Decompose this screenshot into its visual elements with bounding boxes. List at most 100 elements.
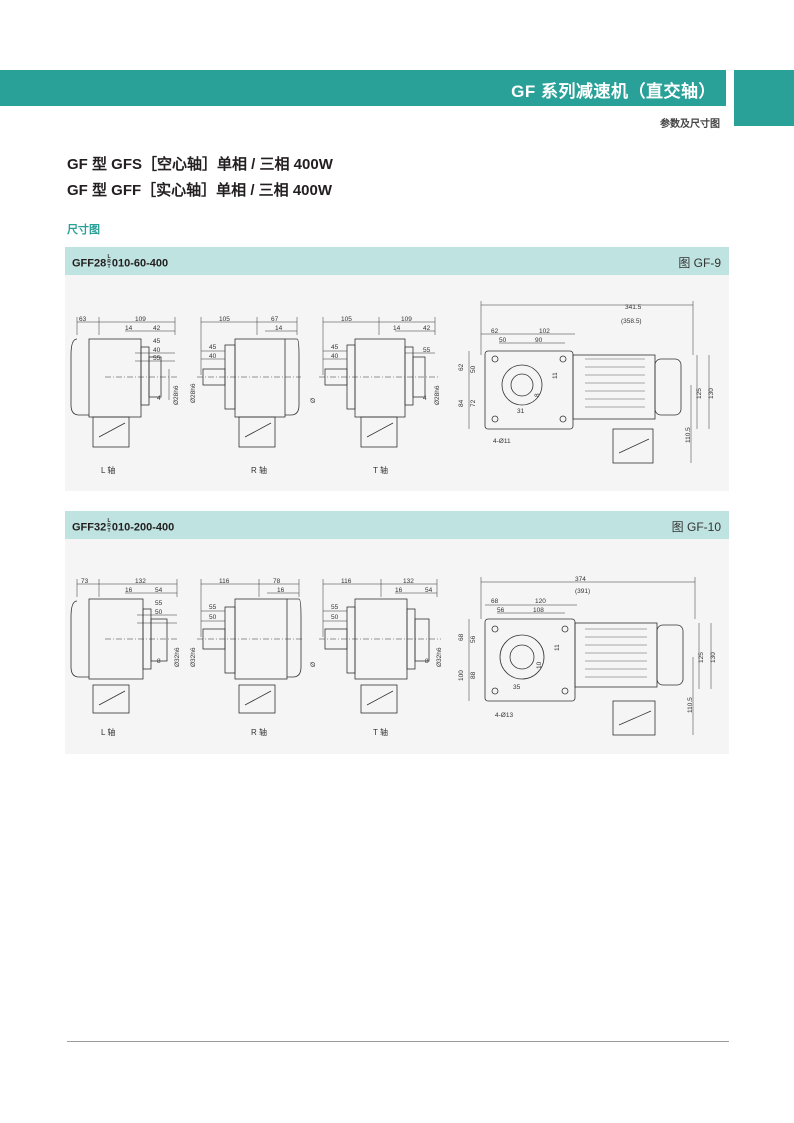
dim-text: 11 (552, 372, 559, 379)
dim-text: 55 (209, 604, 217, 611)
dim-text: 62 (491, 328, 499, 335)
dim-text: 50 (331, 614, 339, 621)
dim-text: 68 (491, 598, 499, 605)
dim-text: (391) (575, 588, 590, 595)
dim-text: 4 (423, 395, 427, 402)
dim-text: 130 (710, 652, 717, 663)
model-prefix: GFF32 (72, 521, 107, 534)
dim-diameter: Ø28h6 (434, 385, 441, 405)
dim-text: 4-Ø11 (493, 438, 511, 445)
dim-text: 31 (517, 408, 525, 415)
dim-text: 105 (341, 316, 352, 323)
dim-text: 16 (277, 587, 285, 594)
dim-text: 102 (539, 328, 550, 335)
dim-text: 8 (425, 658, 429, 665)
header-tab-block (734, 70, 794, 126)
dim-text: 56 (470, 635, 477, 643)
dim-text: 73 (81, 578, 89, 585)
dim-text: 88 (470, 671, 477, 679)
front-motor-view: 374 (391) 68 120 56 108 68 56 88 100 11 … (458, 576, 717, 736)
dim-text: 105 (219, 316, 230, 323)
model-suffix: 010-60-400 (111, 257, 169, 270)
header-title: GF 系列减速机（直交轴） (511, 82, 716, 101)
dim-text: 374 (575, 576, 586, 583)
dim-text: 54 (155, 587, 163, 594)
dim-text: 108 (533, 607, 544, 614)
dim-text: 125 (698, 652, 705, 663)
dim-text: 14 (125, 325, 133, 332)
dim-text: 42 (153, 325, 161, 332)
r-shaft-view: 116 78 16 55 50 Ø32h6 R 轴 (190, 578, 303, 737)
dim-text: 116 (219, 578, 230, 585)
dim-text: 14 (393, 325, 401, 332)
dim-text: 116 (341, 578, 352, 585)
shaft-label-t: T 轴 (373, 465, 388, 475)
dim-text: 72 (470, 399, 477, 407)
dim-text: 90 (535, 337, 543, 344)
model-suffix: 010-200-400 (111, 521, 175, 534)
dim-text: 109 (135, 316, 146, 323)
model-prefix: GFF28 (72, 257, 107, 270)
dim-diameter: Ø32h6 (190, 647, 197, 667)
shaft-label-r: R 轴 (251, 465, 267, 475)
dim-text: 55 (331, 604, 339, 611)
dim-text: 132 (403, 578, 414, 585)
dim-text: 100 (458, 670, 465, 681)
dim-text: 55 (153, 355, 161, 362)
dim-text: 110.5 (687, 697, 694, 713)
dim-text: 40 (331, 353, 339, 360)
dim-text: 56 (497, 607, 505, 614)
dim-text: 120 (535, 598, 546, 605)
dim-text: 50 (499, 337, 507, 344)
dim-text: 10 (536, 661, 543, 669)
section-label: 尺寸图 (67, 224, 100, 236)
dim-text: 40 (209, 353, 217, 360)
dim-text: 14 (275, 325, 283, 332)
dim-text: 55 (155, 600, 163, 607)
dim-text: 84 (458, 399, 465, 407)
header-subtitle: 参数及尺寸图 (660, 119, 720, 130)
dim-text: 62 (458, 363, 465, 371)
dim-text: 50 (470, 365, 477, 373)
dim-text: 78 (273, 578, 281, 585)
shaft-label-t: T 轴 (373, 727, 388, 737)
dimension-drawing-gf10: 73 132 16 54 55 50 8 Ø32h6 L 轴 11 (70, 576, 717, 737)
dim-diameter: Ø32h6 (436, 647, 443, 667)
model-title-1: GF 型 GFS［空心轴］单相 / 三相 400W (67, 156, 333, 173)
dim-diameter: Ø28h6 (190, 383, 197, 403)
model-title-2: GF 型 GFF［实心轴］单相 / 三相 400W (67, 182, 333, 199)
l-shaft-view: 63 109 14 42 45 40 55 4 Ø28h6 L 轴 (70, 316, 180, 475)
dim-text: 42 (423, 325, 431, 332)
dim-text: 40 (153, 347, 161, 354)
dimension-drawing-gf9: 63 109 14 42 45 40 55 4 Ø28h6 L 轴 (70, 301, 715, 475)
front-motor-view: 341.5 (358.5) 62 102 50 90 62 50 72 84 1… (458, 301, 715, 464)
dim-text: 16 (125, 587, 133, 594)
dim-text: 4-Ø13 (495, 712, 513, 719)
dim-text: 8 (157, 658, 161, 665)
dim-text: 45 (209, 344, 217, 351)
dim-text: 68 (458, 633, 465, 641)
dim-diameter: Ø (310, 662, 317, 667)
r-shaft-view: 105 67 14 45 40 Ø28h6 R 轴 (190, 316, 301, 475)
t-shaft-view: 105 109 14 42 45 40 55 4 Ø Ø28h6 T 轴 (310, 316, 441, 475)
dim-diameter: Ø28h6 (173, 385, 180, 405)
footer-divider (67, 1041, 729, 1042)
dim-text: 11 (554, 644, 561, 651)
dim-text: 63 (79, 316, 87, 323)
dim-text: 67 (271, 316, 279, 323)
dim-text: 50 (209, 614, 217, 621)
figure-label: 图 GF-10 (671, 520, 721, 534)
dim-text: 125 (696, 388, 703, 399)
dim-text: 16 (395, 587, 403, 594)
dim-diameter: Ø (310, 398, 317, 403)
dim-text: 4 (157, 395, 161, 402)
l-shaft-view: 73 132 16 54 55 50 8 Ø32h6 L 轴 (70, 578, 181, 737)
shaft-label-l: L 轴 (101, 465, 115, 475)
dim-text: 45 (331, 344, 339, 351)
